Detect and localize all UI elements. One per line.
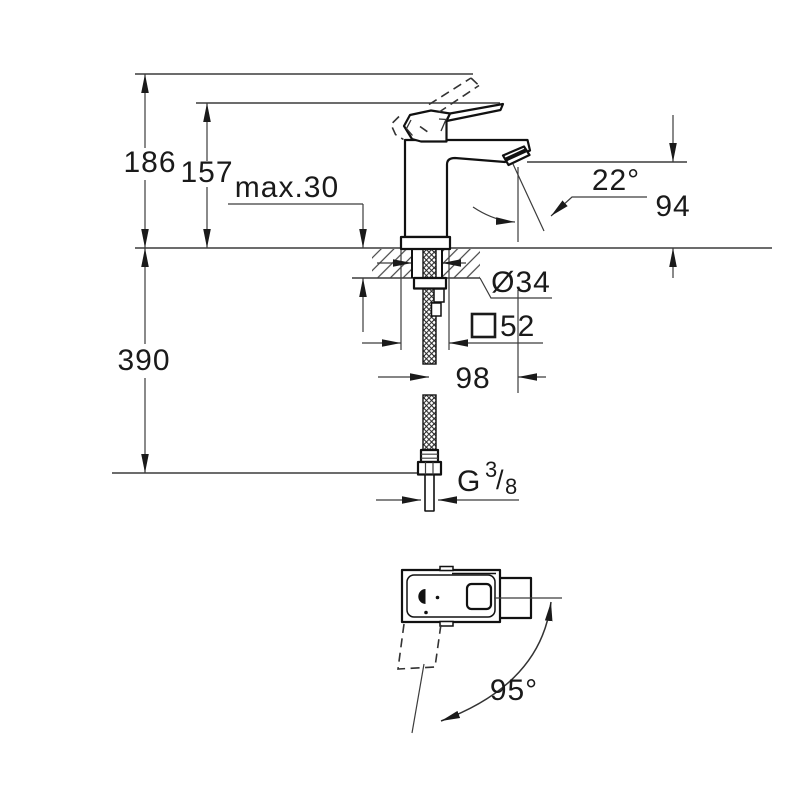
braided-hose-segment <box>422 394 437 451</box>
faucet-side-view <box>390 77 532 251</box>
fixing-bolt-lower <box>430 302 442 317</box>
dim-label-spout-angle: 22° <box>592 164 640 197</box>
handle-knuckle <box>402 109 452 143</box>
dim-spout-angle: 22° <box>472 163 647 232</box>
dim-max-mounting-thickness: max.30 <box>228 171 367 332</box>
dim-total-height: 186 <box>123 74 176 248</box>
plan-view: 95° <box>397 565 562 734</box>
thread-label-slash: / <box>496 465 504 495</box>
base-plate <box>399 235 452 251</box>
body-tab-bottom <box>439 620 454 627</box>
dim-label-base-square: 52 <box>500 310 535 343</box>
dim-label-swivel-angle: 95° <box>490 674 538 707</box>
swivel-arc-arrow <box>440 601 553 722</box>
fixing-bolt-upper <box>433 288 445 303</box>
faucet-body-outline <box>403 138 532 239</box>
dim-spout-tip-height: 157 <box>180 103 233 248</box>
angle-arc-arrow <box>472 206 516 225</box>
square-symbol-icon <box>470 312 497 339</box>
dim-hose-length: 390 <box>117 248 170 473</box>
handle-raised-position-dashed <box>390 77 480 141</box>
dim-projection: 98 <box>378 362 546 395</box>
stream-direction-line <box>512 163 545 232</box>
aerator-slot <box>505 148 527 162</box>
detail-dot <box>424 610 428 615</box>
mounting-assembly <box>411 248 448 512</box>
cartridge-square <box>465 582 493 611</box>
braided-hose-segment <box>422 248 437 280</box>
handle-end-detail <box>418 589 426 604</box>
dim-label-hole-diameter: Ø34 <box>491 266 551 299</box>
hose-connector-nut <box>416 460 443 476</box>
dim-label-spout-tip-height: 157 <box>180 156 233 189</box>
rotated-centerline <box>411 663 425 734</box>
leader-line <box>479 277 552 299</box>
dim-label-projection: 98 <box>455 362 490 395</box>
dim-spout-outlet-height: 94 <box>655 115 690 278</box>
thread-end-tube <box>424 474 435 512</box>
leader-line <box>550 196 647 217</box>
nut-facets <box>424 462 434 475</box>
detail-dot <box>435 595 440 600</box>
handle-sketch-lines <box>405 118 447 136</box>
hose-crimp-sleeve <box>419 448 440 464</box>
thread-label-denominator: 8 <box>505 474 517 499</box>
handle-rotated-position-dashed <box>397 623 442 670</box>
dim-label-max-thickness: max.30 <box>235 171 339 204</box>
reference-lines <box>112 73 772 474</box>
side-view: 186 157 390 max.30 94 22° <box>112 73 772 512</box>
handle-lever <box>445 102 505 123</box>
dim-thread: G 3 / 8 <box>376 457 519 504</box>
body-tab-top <box>439 565 454 572</box>
thread-label-g: G <box>457 465 481 498</box>
sleeve-ridges <box>421 453 438 459</box>
dim-mounting-hole-diameter: Ø34 <box>377 259 552 299</box>
mounting-nut-flange <box>412 276 448 290</box>
dim-label-spout-outlet-height: 94 <box>655 190 690 223</box>
dim-base-square: 52 <box>362 310 543 347</box>
dim-label-hose-length: 390 <box>117 344 170 377</box>
dim-label-total-height: 186 <box>123 146 176 179</box>
thread-label-numerator: 3 <box>485 457 497 482</box>
